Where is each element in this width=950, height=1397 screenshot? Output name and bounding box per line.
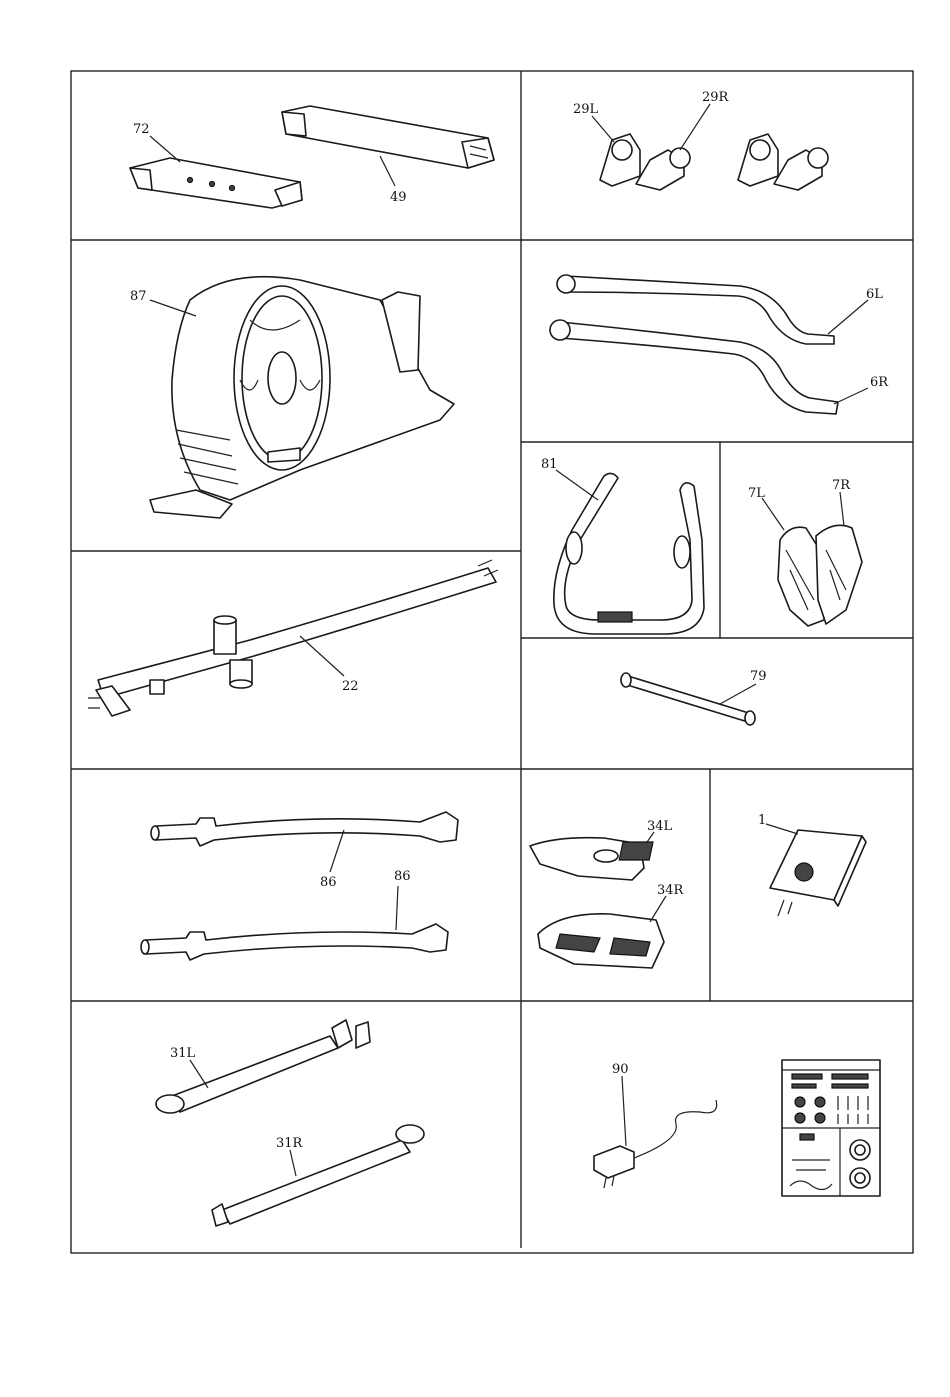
label-7L: 7L: [748, 486, 765, 501]
label-31L: 31L: [170, 1046, 196, 1061]
part-22-drawing: [88, 560, 498, 716]
part-72-drawing: [130, 158, 302, 208]
label-86-lower: 86: [394, 869, 411, 884]
label-29L: 29L: [573, 102, 599, 117]
label-1: 1: [758, 813, 766, 828]
part-29-drawing: [600, 134, 828, 190]
part-49-drawing: [282, 106, 494, 168]
part-87-drawing: [150, 277, 454, 518]
label-29R: 29R: [702, 90, 730, 105]
label-6R: 6R: [870, 375, 889, 390]
part-81-drawing: [554, 473, 704, 634]
label-49: 49: [390, 190, 407, 205]
part-31-drawing: [156, 1020, 424, 1226]
hardware-card-image: [782, 1060, 880, 1196]
part-1-drawing: [619, 830, 866, 916]
part-90-drawing: [594, 1100, 717, 1188]
label-81: 81: [541, 457, 558, 472]
part-7-drawing: [778, 525, 862, 626]
label-34L: 34L: [647, 819, 673, 834]
label-72: 72: [133, 122, 150, 137]
label-31R: 31R: [276, 1136, 304, 1151]
part-86-drawing: [141, 812, 458, 960]
label-34R: 34R: [657, 883, 685, 898]
label-79: 79: [750, 669, 767, 684]
label-7R: 7R: [832, 478, 851, 493]
label-86-upper: 86: [320, 875, 337, 890]
label-6L: 6L: [866, 287, 883, 302]
part-6-drawing: [550, 275, 838, 414]
part-79-drawing: [621, 673, 755, 725]
label-90: 90: [612, 1062, 629, 1077]
label-87: 87: [130, 289, 147, 304]
label-22: 22: [342, 679, 359, 694]
